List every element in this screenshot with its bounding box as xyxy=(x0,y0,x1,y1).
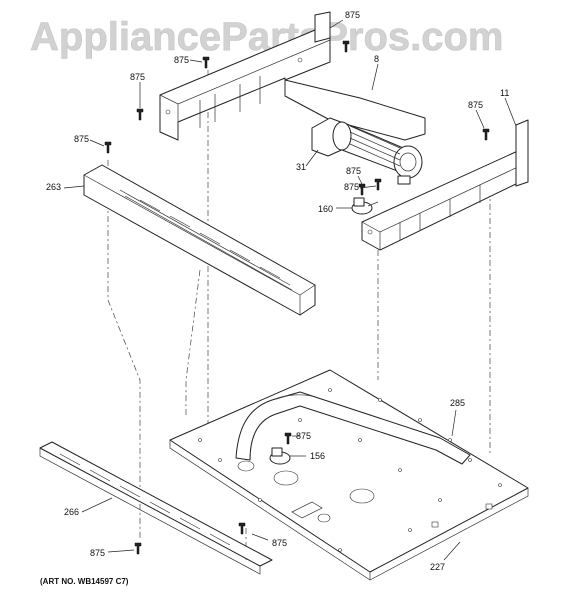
part-227-bottom-panel[interactable] xyxy=(169,369,529,581)
callout-8[interactable]: 8 xyxy=(374,54,379,64)
callout-266[interactable]: 266 xyxy=(64,507,79,517)
callout-labels: 875 875 875 875 8 875 11 31 875 875 160 … xyxy=(46,10,509,572)
callout-285[interactable]: 285 xyxy=(450,398,465,408)
callout-156[interactable]: 156 xyxy=(310,451,325,461)
screw-icon xyxy=(358,183,366,196)
callout-875-left-upper[interactable]: 875 xyxy=(174,55,189,65)
part-8-upper-bracket[interactable] xyxy=(159,11,426,141)
callout-875-base-switch[interactable]: 875 xyxy=(296,431,311,441)
callout-875-base-bottom[interactable]: 875 xyxy=(272,538,287,548)
screw-icon xyxy=(134,542,142,555)
callout-263[interactable]: 263 xyxy=(46,182,61,192)
part-263-front-trim[interactable] xyxy=(83,164,316,316)
callout-875-right[interactable]: 875 xyxy=(468,100,483,110)
screw-icon xyxy=(104,141,112,154)
callout-875-top[interactable]: 875 xyxy=(345,10,360,20)
callout-160[interactable]: 160 xyxy=(318,204,333,214)
callout-11[interactable]: 11 xyxy=(500,88,509,98)
leader-lines xyxy=(63,19,517,561)
part-285-tube[interactable] xyxy=(235,391,471,465)
screw-icon xyxy=(342,40,350,53)
watermark-text: AppliancePartsPros.com xyxy=(30,15,504,59)
callout-875-trim[interactable]: 875 xyxy=(74,134,89,144)
part-31-fan-motor[interactable] xyxy=(311,117,423,185)
screws xyxy=(104,40,490,555)
part-160-thermal-switch[interactable] xyxy=(351,197,379,215)
callout-227[interactable]: 227 xyxy=(430,562,445,572)
art-number: (ART NO. WB14597 C7) xyxy=(40,577,129,586)
part-266-rail[interactable] xyxy=(39,441,273,575)
callout-875-motor-a[interactable]: 875 xyxy=(346,166,361,176)
screw-icon xyxy=(238,522,246,535)
screw-icon xyxy=(482,128,490,141)
callout-31[interactable]: 31 xyxy=(296,162,306,172)
part-11-right-bracket[interactable] xyxy=(361,119,529,251)
callout-875-rail[interactable]: 875 xyxy=(90,548,105,558)
part-156-switch[interactable] xyxy=(269,447,291,465)
screw-icon xyxy=(136,108,144,121)
screw-icon xyxy=(374,178,382,191)
callout-875-left-mid[interactable]: 875 xyxy=(130,72,145,82)
screw-icon xyxy=(284,432,292,445)
callout-875-motor-b[interactable]: 875 xyxy=(344,182,359,192)
screw-icon xyxy=(202,56,210,69)
